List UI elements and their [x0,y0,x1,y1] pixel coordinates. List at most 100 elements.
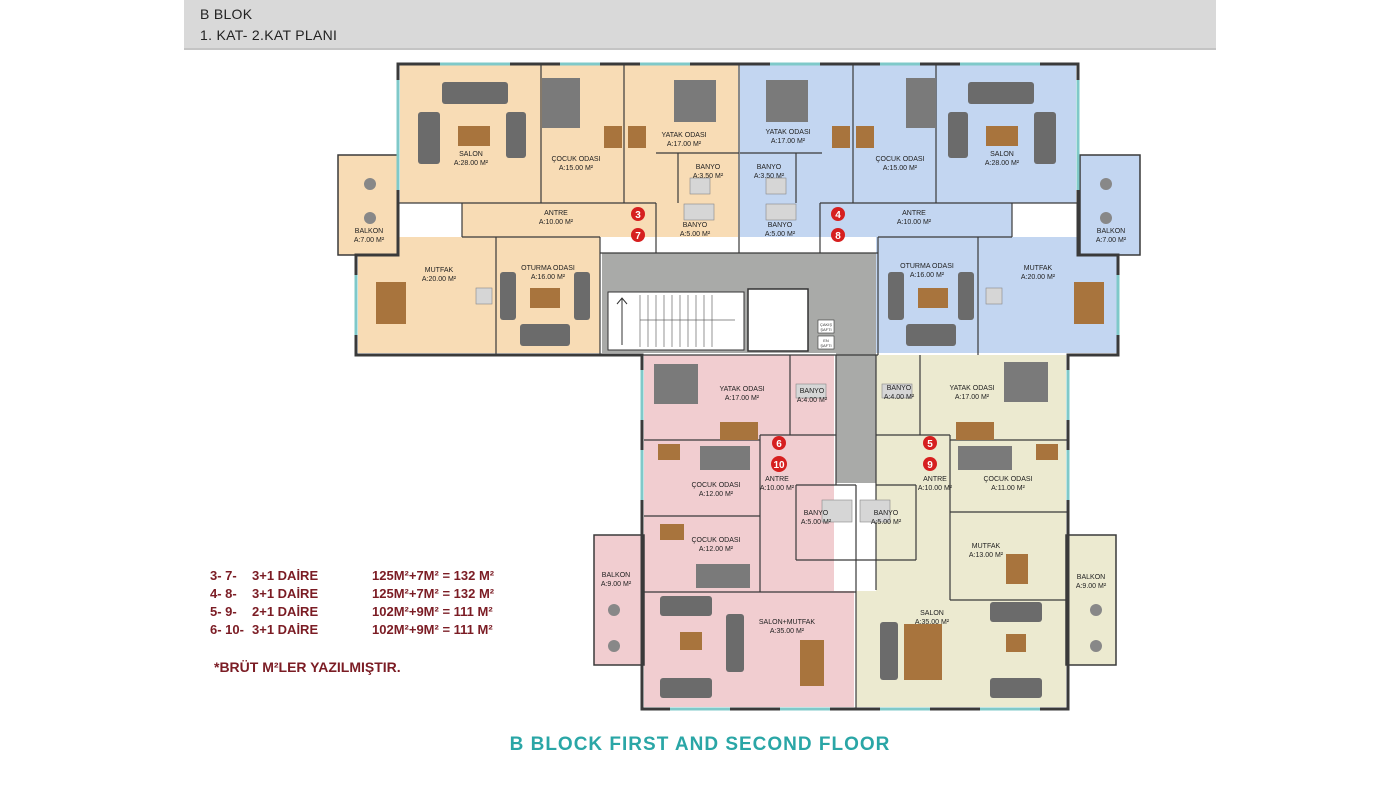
room-area-29: A:10.00 M² [918,485,953,492]
shaft-box-2 [817,335,835,350]
unit-marker-3 [631,207,645,221]
room-name-13: BANYO [757,164,782,171]
room-area-13: A:3.50 M² [754,173,785,180]
tables-and-desks [376,126,1104,686]
elevator-shaft [747,288,809,352]
legend-units: 4- 8- [210,586,237,601]
unit-markers: 3 7 4 8 6 10 5 9 [631,207,937,472]
room-area-8: A:20.00 M² [422,276,457,283]
room-area-16: A:7.00 M² [1096,237,1127,244]
legend-row-3-7: 3- 7- 3+1 DAİRE 125M²+7M² = 132 M² [210,568,510,586]
room-area-18: A:20.00 M² [1021,274,1056,281]
room-name-34: SALON [920,610,944,617]
unit-marker-10 [771,456,787,472]
legend-row-5-9: 5- 9- 2+1 DAİRE 102M²+9M² = 111 M² [210,604,510,622]
room-area-12: A:28.00 M² [985,160,1020,167]
room-area-17: A:16.00 M² [910,272,945,279]
room-area-9: A:16.00 M² [531,274,566,281]
room-name-6: BANYO [683,222,708,229]
room-area-20: A:4.00 M² [797,397,828,404]
room-area-3: A:17.00 M² [667,141,702,148]
legend-type: 3+1 DAİRE [252,586,319,601]
stair-treads [639,295,735,347]
legend-units: 3- 7- [210,568,237,583]
room-name-20: BANYO [800,388,825,395]
room-name-17: OTURMA ODASI [900,263,954,270]
room-name-2: ÇOCUK ODASI [551,156,600,163]
unit-marker-9-label: 9 [927,460,933,471]
room-name-3: YATAK ODASI [661,132,706,139]
room-area-6: A:5.00 M² [680,231,711,238]
room-name-29: ANTRE [923,476,947,483]
staircase [607,291,745,351]
shaft-label-2: ŞAFTI [820,327,831,332]
room-name-21: ÇOCUK ODASI [691,482,740,489]
room-name-31: BANYO [874,510,899,517]
legend-units: 6- 10- [210,622,244,637]
room-name-5: ANTRE [544,210,568,217]
room-name-30: ÇOCUK ODASI [983,476,1032,483]
room-name-24: ÇOCUK ODASI [691,537,740,544]
unit-marker-8 [831,228,845,242]
room-area-2: A:15.00 M² [559,165,594,172]
unit-marker-7-label: 7 [635,231,641,242]
room-name-8: MUTFAK [425,267,454,274]
unit-3-7-balcony-fill [337,154,399,256]
stair-arrow-icon [616,297,628,345]
room-area-4: A:3.50 M² [693,173,724,180]
floor-plan-title: 1. KAT- 2.KAT PLANI [200,27,338,43]
legend-area: 125M²+7M² = 132 M² [372,586,495,601]
unit-4-8-balcony-fill [1079,154,1141,256]
room-name-14: BANYO [768,222,793,229]
title-bar: B BLOK 1. KAT- 2.KAT PLANI [184,0,1216,50]
room-name-11: ÇOCUK ODASI [875,156,924,163]
room-area-10: A:17.00 M² [771,138,806,145]
interior-walls [398,64,1078,709]
room-area-7: A:7.00 M² [354,237,385,244]
room-name-12: SALON [990,151,1014,158]
shaft-label-4: ŞAFTI [820,343,831,348]
room-name-26: SALON+MUTFAK [759,619,816,626]
gross-area-note: *BRÜT M²LER YAZILMIŞTIR. [214,659,401,675]
room-area-24: A:12.00 M² [699,546,734,553]
room-name-23: BANYO [804,510,829,517]
core-zone: ÇAKIŞ ŞAFTI EN ŞAFTI [602,253,876,483]
room-area-23: A:5.00 M² [801,519,832,526]
unit-marker-5 [923,436,937,450]
room-name-18: MUTFAK [1024,265,1053,272]
legend-row-6-10: 6- 10- 3+1 DAİRE 102M²+9M² = 111 M² [210,622,510,640]
room-name-15: ANTRE [902,210,926,217]
room-name-33: BALKON [1077,574,1105,581]
unit-marker-4 [831,207,845,221]
unit-marker-6-label: 6 [776,439,782,450]
room-name-32: MUTFAK [972,543,1001,550]
room-area-26: A:35.00 M² [770,628,805,635]
room-area-33: A:9.00 M² [1076,583,1107,590]
core-corridor-fill [836,353,876,483]
legend-row-4-8: 4- 8- 3+1 DAİRE 125M²+7M² = 132 M² [210,586,510,604]
room-labels: SALON A:28.00 M² ÇOCUK ODASI A:15.00 M² … [354,129,1127,635]
unit-marker-7 [631,228,645,242]
legend-type: 2+1 DAİRE [252,604,319,619]
room-name-16: BALKON [1097,228,1125,235]
unit-marker-9 [923,457,937,471]
unit-marker-3-label: 3 [635,210,641,221]
beds [542,78,1048,588]
unit-marker-8-label: 8 [835,231,841,242]
fixtures [475,177,1003,523]
room-area-21: A:12.00 M² [699,491,734,498]
shaft-label-3: EN [823,338,829,343]
unit-marker-10-label: 10 [773,460,785,471]
room-area-28: A:17.00 M² [955,394,990,401]
room-area-14: A:5.00 M² [765,231,796,238]
room-area-1: A:28.00 M² [454,160,489,167]
room-name-22: ANTRE [765,476,789,483]
legend-type: 3+1 DAİRE [252,622,319,637]
legend-type: 3+1 DAİRE [252,568,319,583]
room-area-11: A:15.00 M² [883,165,918,172]
windows [354,62,1120,711]
room-name-19: YATAK ODASI [719,386,764,393]
legend-area: 125M²+7M² = 132 M² [372,568,495,583]
unit-marker-5-label: 5 [927,439,933,450]
